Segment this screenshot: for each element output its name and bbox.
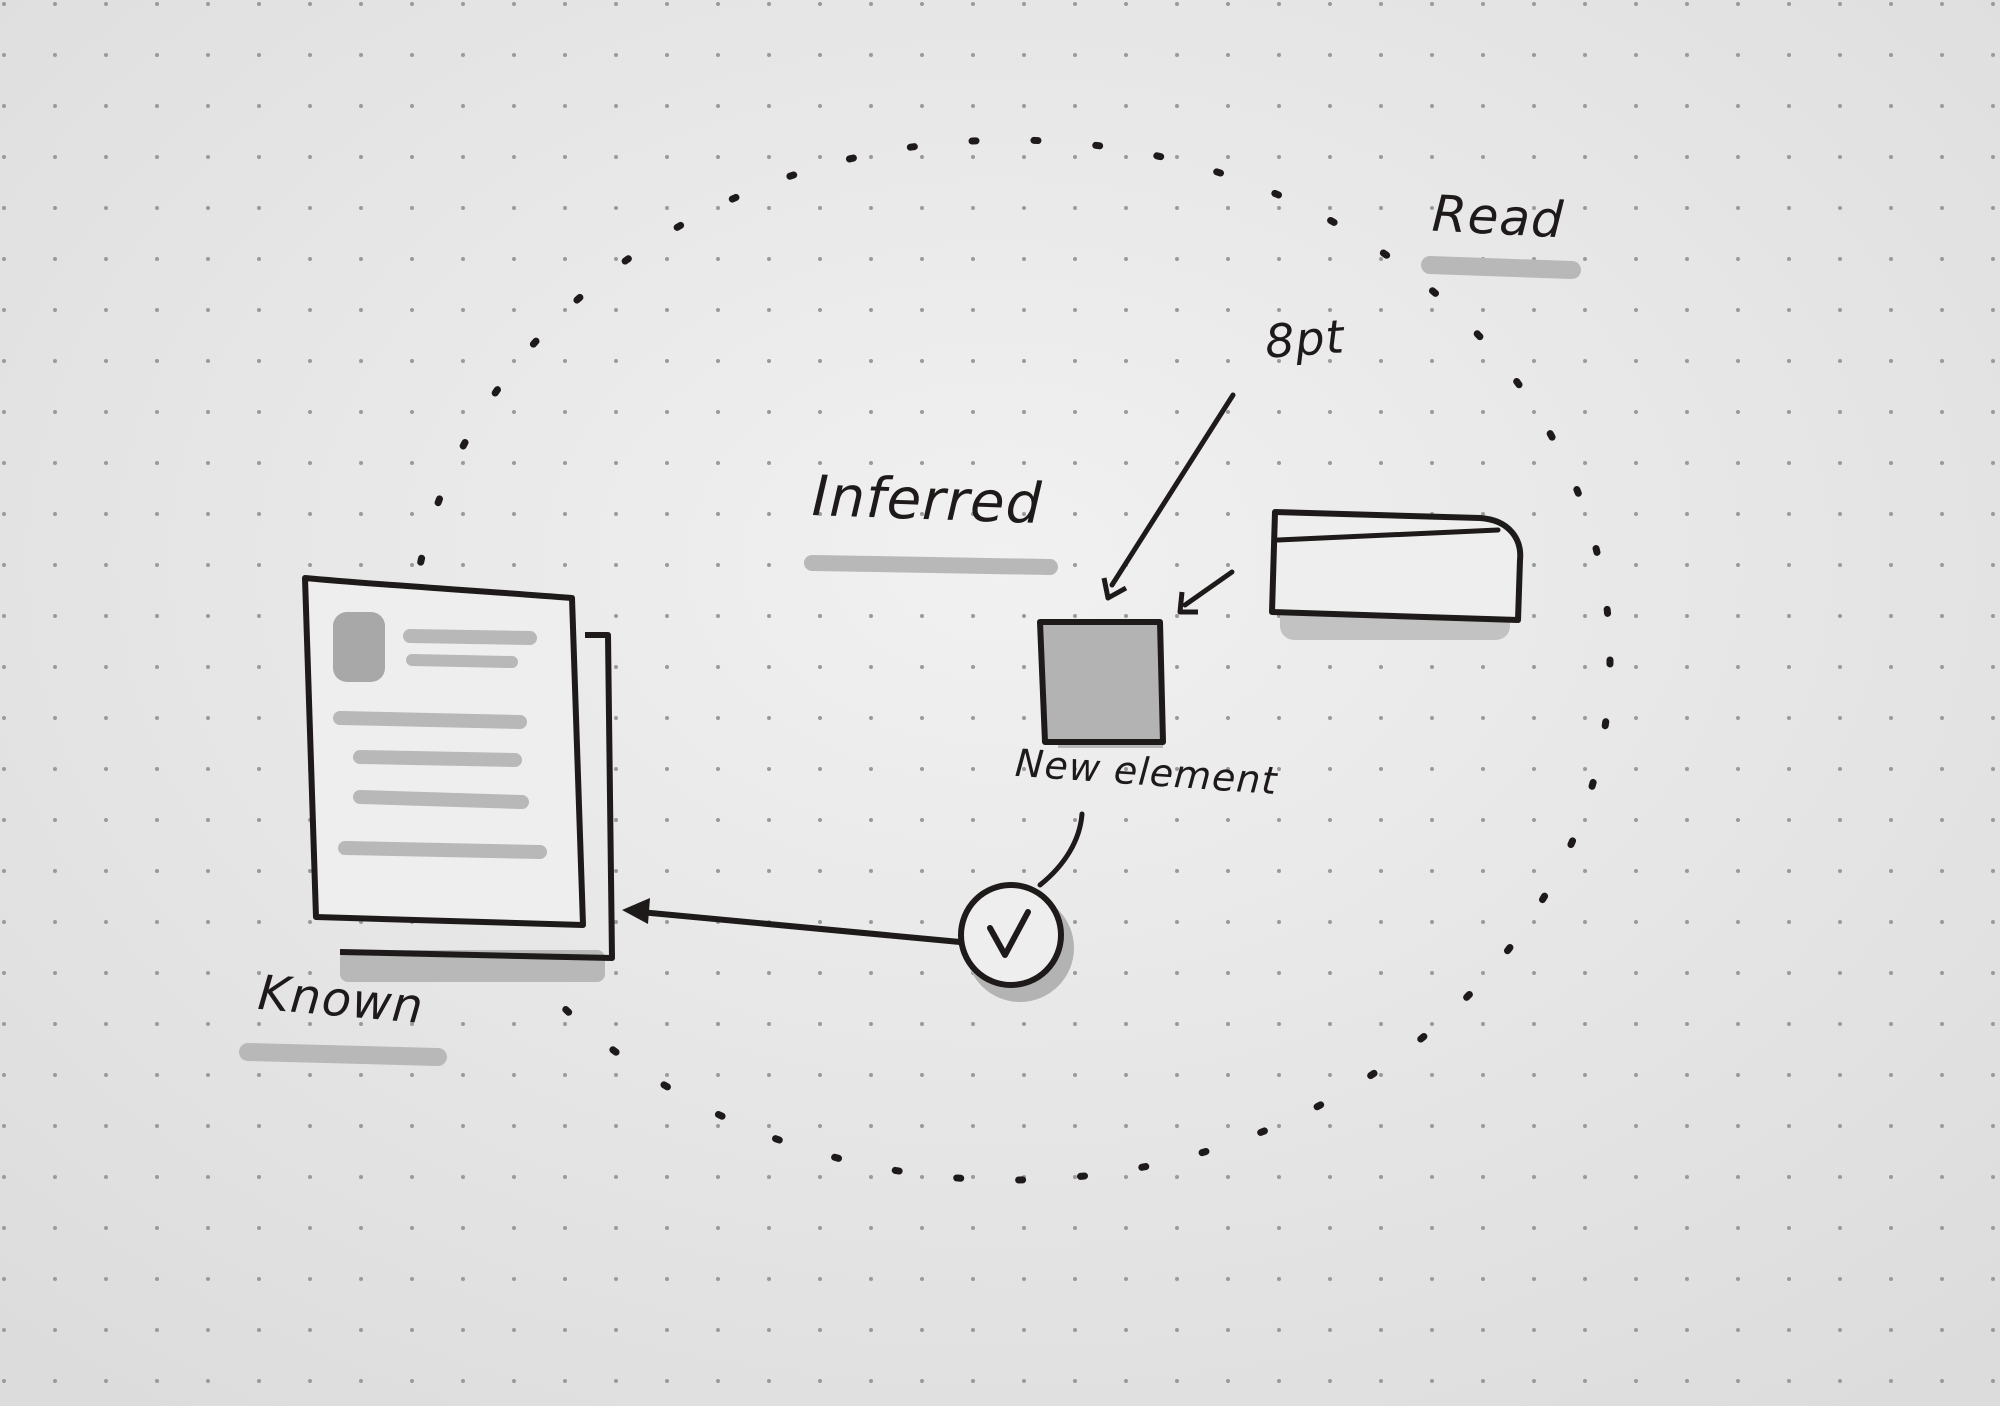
size-arrow xyxy=(1101,392,1236,601)
read-arrow xyxy=(1177,569,1235,615)
element-connector xyxy=(1037,811,1085,888)
size-label: 8pt xyxy=(1263,309,1347,369)
dotted-boundary-circle xyxy=(406,136,1614,1184)
square-element-icon xyxy=(1037,619,1166,748)
document-stack-icon xyxy=(302,575,615,982)
rounded-bar-icon xyxy=(1269,509,1524,640)
checkmark-circle-icon xyxy=(958,882,1074,1002)
inferred-label: Inferred xyxy=(810,464,1044,537)
inferred-underline xyxy=(804,555,1058,575)
read-label: Read xyxy=(1430,184,1566,250)
known-underline xyxy=(239,1043,447,1066)
known-arrow xyxy=(622,898,963,945)
read-underline xyxy=(1421,256,1581,279)
